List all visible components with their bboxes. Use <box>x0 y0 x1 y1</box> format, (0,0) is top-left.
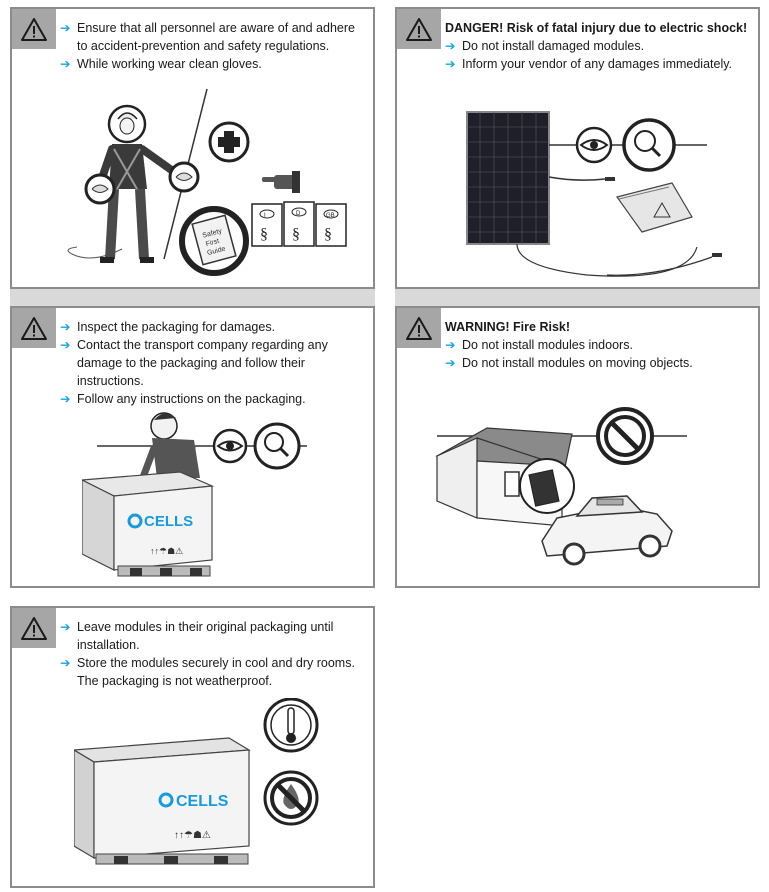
solar-panel-image <box>466 111 550 245</box>
worker-figure <box>138 412 200 486</box>
packaging-inspection-panel: ➔ Inspect the packaging for damages. ➔ Con… <box>10 306 375 588</box>
arrow-right-icon: ➔ <box>60 320 71 334</box>
first-aid-icon <box>208 121 250 163</box>
warning-triangle-icon <box>397 9 441 49</box>
bullet-text: Do not install damaged modules. <box>462 39 645 53</box>
magnifier-icon <box>622 118 676 172</box>
bullet-text: Contact the transport company regarding … <box>77 338 328 388</box>
storage-panel: ➔ Leave modules in their original packagi… <box>10 606 375 888</box>
arrow-right-icon: ➔ <box>445 356 456 370</box>
guide-text: Guide <box>206 245 226 257</box>
panel-heading: DANGER! Risk of fatal injury due to elec… <box>445 21 748 35</box>
car-image <box>541 495 673 566</box>
prohibited-icon <box>596 407 654 465</box>
bullet-text: Store the modules securely in cool and d… <box>77 656 355 670</box>
damaged-bag-image <box>616 182 693 233</box>
bullet-item: ➔ Store the modules securely in cool and … <box>60 654 365 672</box>
damaged-module-illustration <box>466 111 722 277</box>
section-sign: § <box>324 226 332 243</box>
bullet-item: ➔ Inform your vendor of any damages immed… <box>445 55 750 73</box>
danger-panel-electric-shock: DANGER! Risk of fatal injury due to elec… <box>395 7 760 289</box>
arrow-right-icon: ➔ <box>445 338 456 352</box>
brand-logo-text: CELLS <box>176 793 229 810</box>
no-moisture-icon <box>263 770 319 826</box>
warning-triangle-icon <box>12 608 56 648</box>
pointing-hand-icon <box>262 171 300 193</box>
arrow-right-icon: ➔ <box>60 392 71 406</box>
packaging-inspection-illustration: CELLS ↑↑☂☗⚠ <box>82 412 307 577</box>
panel-text: DANGER! Risk of fatal injury due to elec… <box>445 19 750 73</box>
panel-text: ➔ Ensure that all personnel are aware of … <box>60 19 365 73</box>
separator-bar <box>395 289 760 306</box>
booklet-label: GB <box>326 213 335 219</box>
warning-triangle-icon <box>12 308 56 348</box>
panel-heading: WARNING! Fire Risk! <box>445 320 571 334</box>
guide-text: First <box>205 238 220 248</box>
package-handling-icons: ↑↑☂☗⚠ <box>174 830 211 841</box>
booklet-label: D <box>296 211 301 217</box>
arrow-right-icon: ➔ <box>445 57 456 71</box>
safety-guide-icon: Safety First Guide <box>179 206 249 276</box>
warning-triangle-icon <box>397 308 441 348</box>
worker-safety-illustration: Safety First Guide I D GB § § § <box>67 89 347 276</box>
magnifier-icon <box>253 422 301 470</box>
separator-bar <box>10 289 375 306</box>
arrow-right-icon: ➔ <box>60 21 71 35</box>
bullet-item: ➔ Ensure that all personnel are aware of … <box>60 19 365 55</box>
bullet-text: Inspect the packaging for damages. <box>77 320 276 334</box>
warning-triangle-icon <box>12 9 56 49</box>
warning-panel-fire-risk: WARNING! Fire Risk! ➔ Do not install modu… <box>395 306 760 588</box>
bullet-item: ➔ Contact the transport company regarding… <box>60 336 365 390</box>
packaging-box-image: CELLS ↑↑☂☗⚠ <box>74 737 251 865</box>
bullet-text: Do not install modules indoors. <box>462 338 633 352</box>
arrow-right-icon: ➔ <box>60 656 71 670</box>
eye-icon <box>212 428 248 464</box>
bullet-text: Do not install modules on moving objects… <box>462 356 693 370</box>
regulation-booklets: I D GB § § § <box>251 201 347 247</box>
bullet-item: ➔ While working wear clean gloves. <box>60 55 365 73</box>
bullet-item: ➔ Follow any instructions on the packagin… <box>60 390 365 408</box>
panel-text: ➔ Inspect the packaging for damages. ➔ Con… <box>60 318 365 408</box>
packaging-box-image: CELLS ↑↑☂☗⚠ <box>82 471 215 577</box>
section-sign: § <box>260 226 268 243</box>
panel-text: WARNING! Fire Risk! ➔ Do not install modu… <box>445 318 750 372</box>
bullet-item: ➔ Do not install modules on moving object… <box>445 354 750 372</box>
arrow-right-icon: ➔ <box>60 57 71 71</box>
thermometer-icon <box>263 698 319 753</box>
solar-module-icon <box>519 458 575 514</box>
bullet-text: While working wear clean gloves. <box>77 57 262 71</box>
booklet-label: I <box>264 213 266 219</box>
bullet-item: ➔ Inspect the packaging for damages. <box>60 318 365 336</box>
package-handling-icons: ↑↑☂☗⚠ <box>150 546 183 556</box>
bullet-text: Follow any instructions on the packaging… <box>77 392 306 406</box>
bullet-item: ➔ Do not install damaged modules. <box>445 37 750 55</box>
continuation-text: The packaging is not weatherproof. <box>77 674 273 688</box>
bullet-item: ➔ Do not install modules indoors. <box>445 336 750 354</box>
arrow-right-icon: ➔ <box>60 620 71 634</box>
panel-text: ➔ Leave modules in their original packagi… <box>60 618 365 690</box>
bullet-text: Ensure that all personnel are aware of a… <box>77 21 355 53</box>
storage-illustration: CELLS ↑↑☂☗⚠ <box>74 698 319 865</box>
safety-panel-personnel: ➔ Ensure that all personnel are aware of … <box>10 7 375 289</box>
bullet-item: ➔ Leave modules in their original packagi… <box>60 618 365 654</box>
section-sign: § <box>292 226 300 243</box>
eye-icon <box>575 126 613 164</box>
bullet-text: Leave modules in their original packagin… <box>77 620 334 652</box>
brand-logo-text: CELLS <box>144 513 193 530</box>
arrow-right-icon: ➔ <box>445 39 456 53</box>
arrow-right-icon: ➔ <box>60 338 71 352</box>
bullet-text: Inform your vendor of any damages immedi… <box>462 57 733 71</box>
fire-risk-illustration <box>435 407 687 566</box>
